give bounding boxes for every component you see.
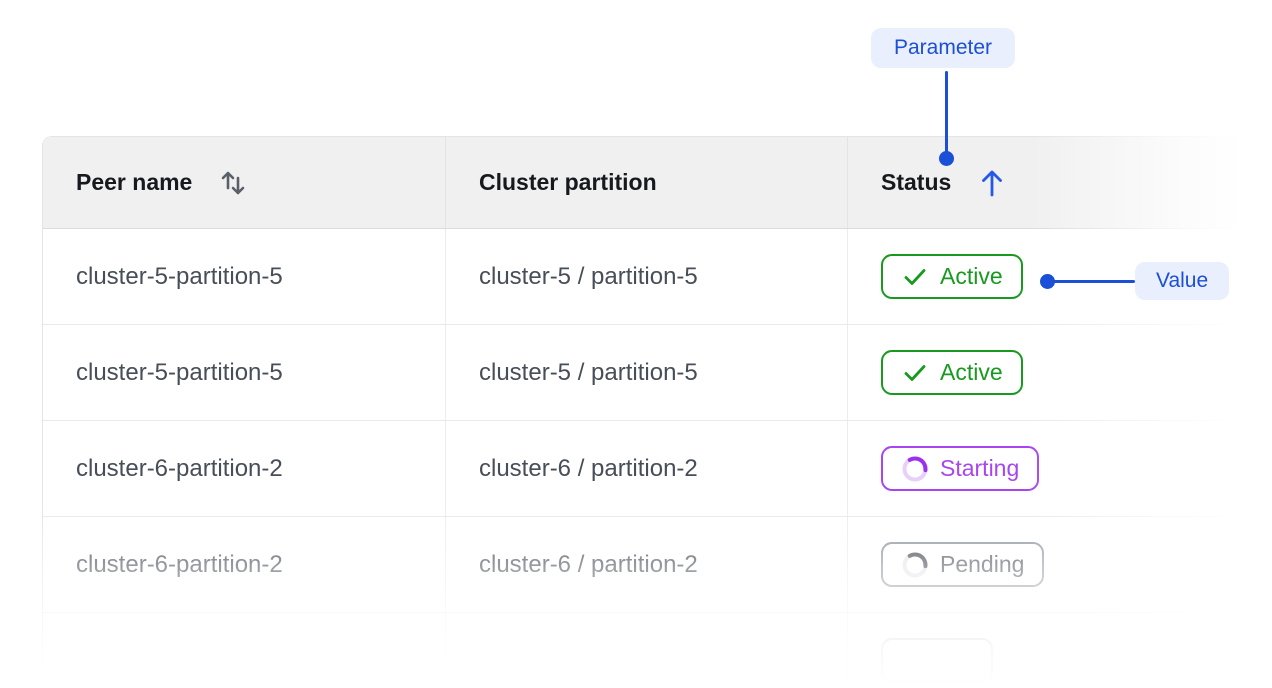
status-label: Pending (940, 551, 1025, 577)
cluster-partition-cell: cluster-5 / partition-5 (446, 325, 848, 420)
table-row: cluster-5-partition-5 cluster-5 / partit… (43, 325, 1272, 421)
peers-table: Peer name Cluster partition Status (42, 136, 1272, 688)
cluster-partition-cell: cluster-5 / partition-5 (446, 229, 848, 324)
table-row: cluster-5-partition-5 cluster-5 / partit… (43, 229, 1272, 325)
table-row: cluster-6-partition-2 cluster-6 / partit… (43, 421, 1272, 517)
spinner-icon (902, 552, 928, 577)
peer-name-cell: cluster-6-partition-2 (43, 517, 446, 612)
cluster-partition-cell (446, 613, 848, 688)
status-badge-pending: Pending (881, 542, 1045, 587)
parameter-callout-badge: Parameter (871, 28, 1016, 68)
peer-name-cell (43, 613, 446, 688)
value-callout-label: Value (1156, 269, 1209, 292)
check-icon (904, 268, 926, 285)
column-header-peer-name[interactable]: Peer name (43, 137, 446, 228)
parameter-callout-label: Parameter (894, 36, 993, 59)
swap-vertical-icon[interactable] (217, 166, 249, 200)
cluster-partition-cell: cluster-6 / partition-2 (446, 517, 848, 612)
status-cell: Pending (848, 517, 1272, 612)
status-cell (848, 613, 1272, 688)
status-badge-unknown (881, 638, 993, 683)
value-callout-badge: Value (1135, 262, 1230, 300)
status-badge-starting: Starting (881, 446, 1040, 491)
peer-name-cell: cluster-5-partition-5 (43, 229, 446, 324)
status-label: Starting (940, 455, 1020, 481)
status-badge-active: Active (881, 350, 1023, 395)
arrow-up-icon[interactable] (976, 166, 1008, 200)
parameter-connector-dot (939, 151, 954, 166)
status-label: Active (940, 263, 1003, 289)
status-cell: Starting (848, 421, 1272, 516)
status-label: Active (940, 359, 1003, 385)
peer-name-cell: cluster-5-partition-5 (43, 325, 446, 420)
column-label: Status (881, 169, 952, 195)
column-header-cluster-partition[interactable]: Cluster partition (446, 137, 848, 228)
table-row: cluster-6-partition-2 cluster-6 / partit… (43, 517, 1272, 613)
value-connector-line (1051, 280, 1135, 283)
peer-name-cell: cluster-6-partition-2 (43, 421, 446, 516)
status-cell: Active (848, 229, 1272, 324)
table-header-row: Peer name Cluster partition Status (43, 137, 1272, 229)
column-label: Cluster partition (479, 169, 657, 195)
column-label: Peer name (76, 169, 193, 195)
parameter-connector-line (945, 71, 948, 155)
status-cell: Active (848, 325, 1272, 420)
cluster-partition-cell: cluster-6 / partition-2 (446, 421, 848, 516)
column-header-status[interactable]: Status (848, 137, 1272, 228)
table-row (43, 613, 1272, 688)
spinner-icon (902, 456, 928, 481)
check-icon (904, 364, 926, 381)
status-badge-active: Active (881, 254, 1023, 299)
